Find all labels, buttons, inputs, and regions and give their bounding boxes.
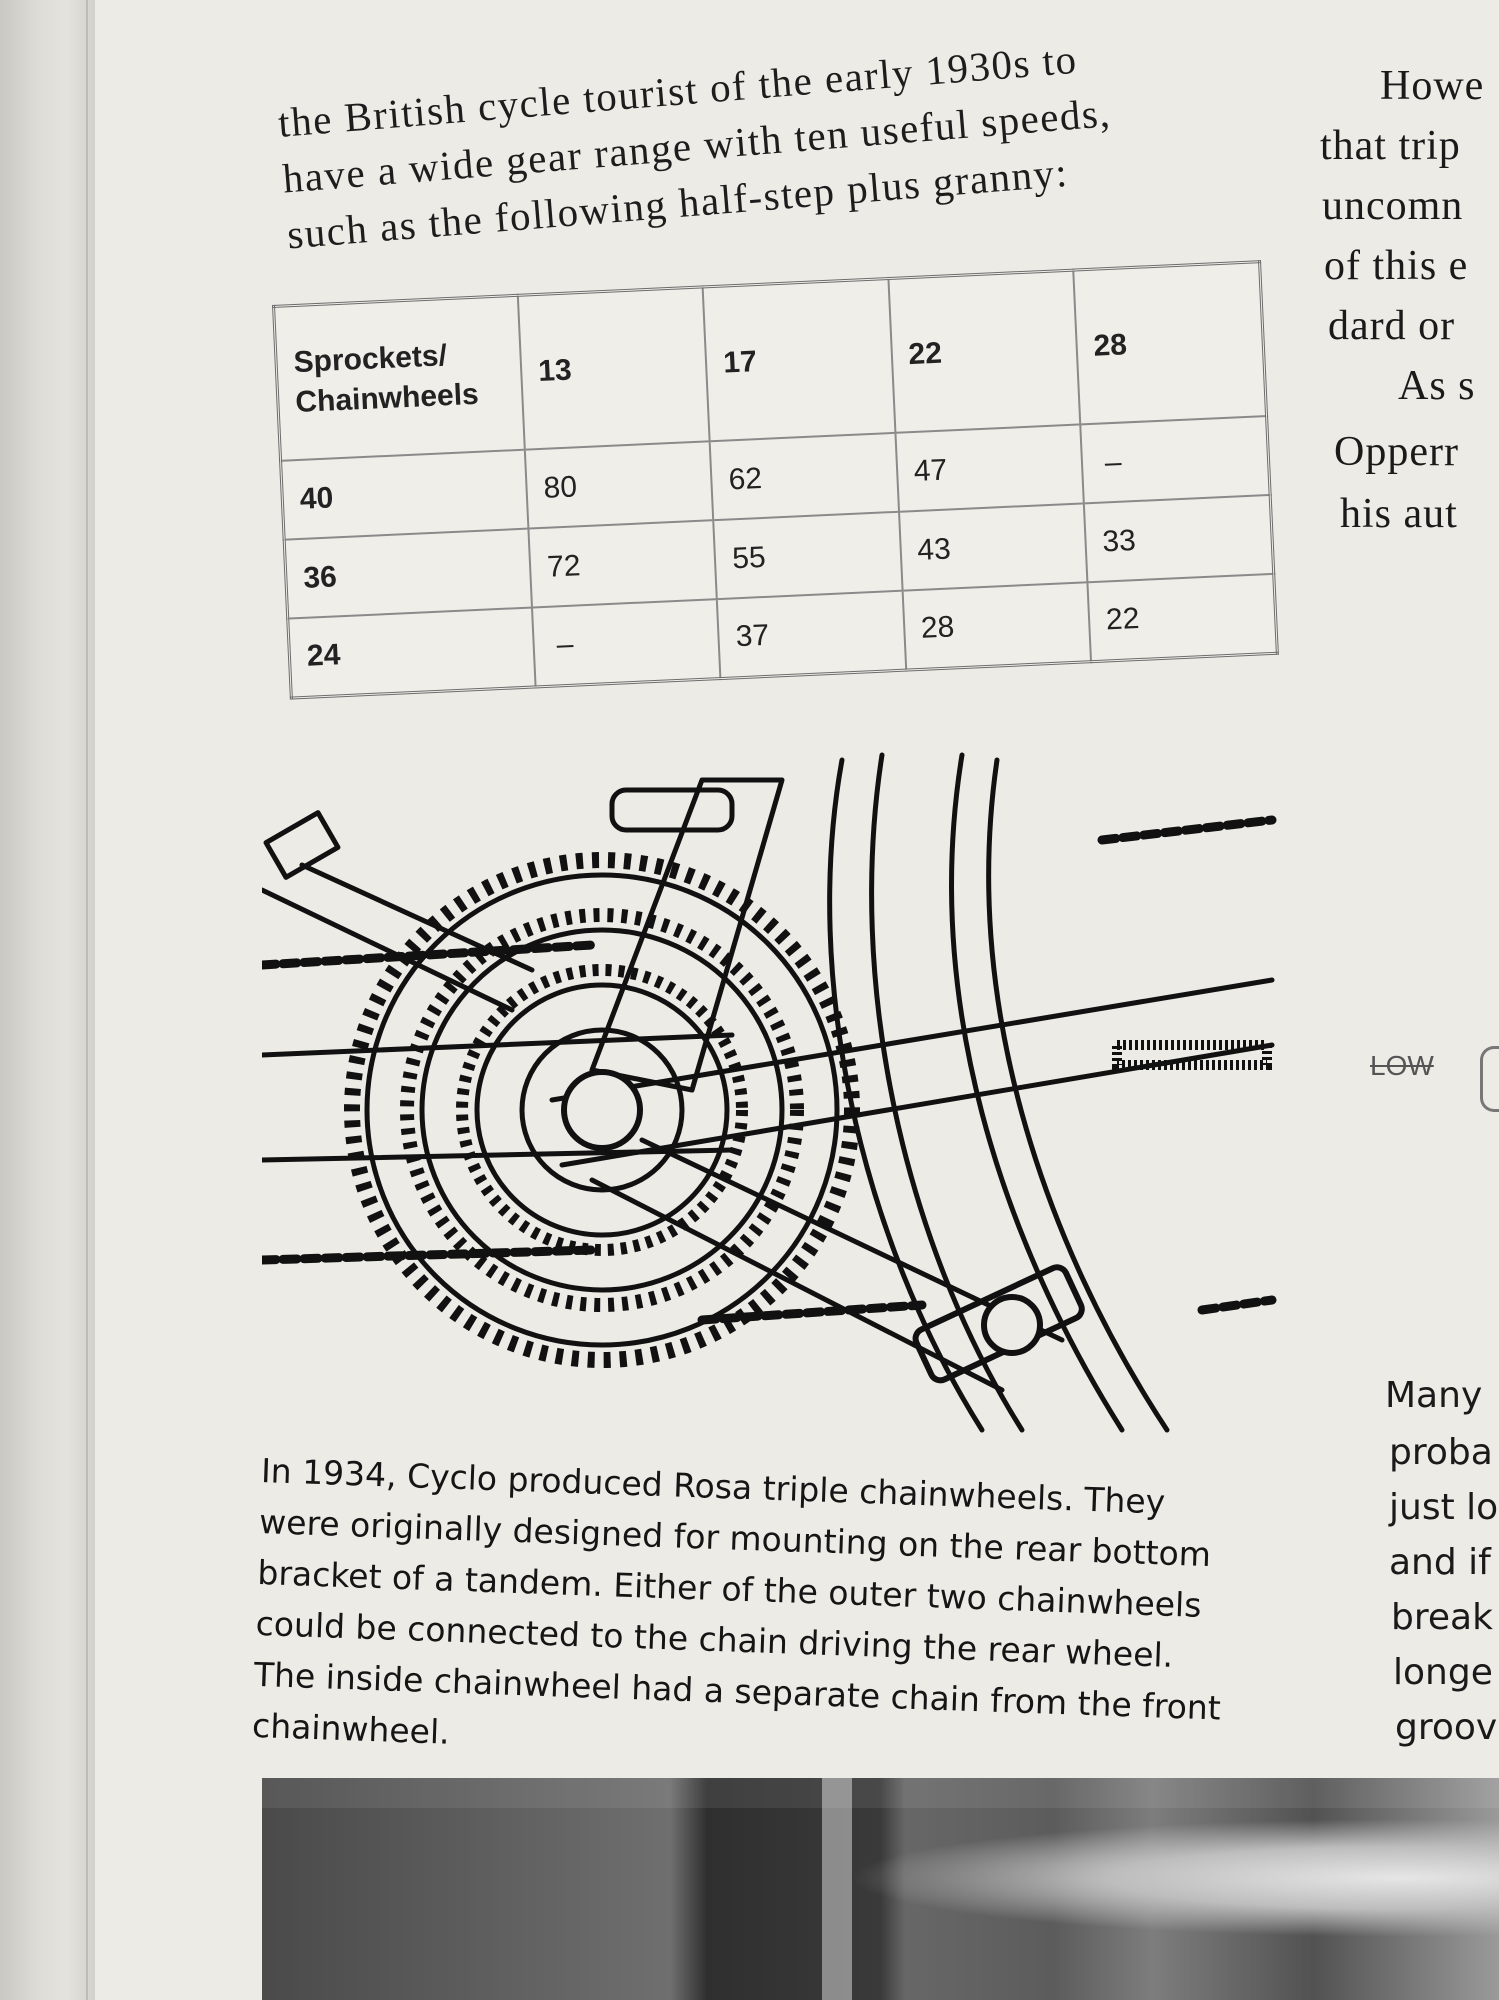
corner-label-sprockets: Sprockets/ <box>292 339 448 380</box>
gear-cell: 28 <box>902 582 1091 671</box>
right-column-line: Howe <box>1380 63 1485 109</box>
middle-chainring <box>419 927 785 1293</box>
right-column-line: uncomn <box>1322 183 1464 229</box>
sprocket-header: 13 <box>517 286 710 451</box>
table-corner-header: Sprockets/ Chainwheels <box>273 295 525 462</box>
right-column-line: proba <box>1389 1432 1493 1473</box>
right-column-line: longe <box>1393 1652 1493 1693</box>
middle-chainring-teeth <box>400 908 804 1312</box>
lower-chain <box>262 1245 597 1265</box>
right-column-text: Howe that trip uncomn of this e dard or … <box>1300 0 1499 2000</box>
bottom-bracket-shell <box>519 1027 685 1193</box>
pedal-spindle <box>981 1294 1043 1356</box>
gear-cell: 55 <box>713 511 903 600</box>
gear-cell: 47 <box>895 424 1084 512</box>
intro-paragraph: the British cycle tourist of the early 1… <box>276 16 1266 262</box>
chainwheel-cell: 40 <box>280 450 529 540</box>
crank-bolt <box>561 1069 643 1151</box>
wheel-rim-arc <box>949 752 1125 1433</box>
photograph <box>262 1778 1499 2000</box>
gear-ratio-table: Sprockets/ Chainwheels 13 17 22 28 40 80… <box>272 260 1279 700</box>
right-crank <box>589 1177 1005 1393</box>
diagram-label-low: LOW <box>1370 1050 1434 1081</box>
wheel-rim-arc <box>869 752 1025 1433</box>
sprocket-header: 22 <box>887 270 1081 434</box>
chainwheel-cell: 36 <box>284 528 532 619</box>
gear-cell: 62 <box>709 433 899 521</box>
gear-table-container: Sprockets/ Chainwheels 13 17 22 28 40 80… <box>272 260 1279 700</box>
gear-cell: 43 <box>898 503 1088 591</box>
gear-cell: 33 <box>1083 495 1274 583</box>
seat-clamp <box>609 787 735 833</box>
right-column-line: dard or <box>1328 303 1456 349</box>
cable-guide <box>1112 1040 1272 1070</box>
inner-chainring-teeth <box>456 964 748 1256</box>
gear-cell: 22 <box>1087 573 1278 662</box>
wheel-rim-arc <box>986 757 1170 1433</box>
left-pedal <box>263 810 341 880</box>
lower-chain-mid <box>697 1300 927 1325</box>
outer-chainring-teeth <box>344 852 860 1368</box>
right-column-line: Opperr <box>1334 429 1459 475</box>
page-edge <box>0 0 95 2000</box>
outer-chainring <box>364 872 840 1348</box>
right-column-line: As s <box>1398 363 1476 409</box>
upper-chain <box>262 940 597 970</box>
wheel-rim-arc <box>827 757 985 1433</box>
diagram-bracket <box>1480 1046 1499 1112</box>
inner-chainring <box>474 982 730 1238</box>
gear-cell: 37 <box>717 590 906 679</box>
triple-chainwheel-illustration <box>262 752 1277 1433</box>
right-column-line: and if <box>1389 1542 1491 1583</box>
chainwheel-cell: 24 <box>287 607 536 699</box>
right-column-line: Many <box>1385 1375 1483 1416</box>
gear-cell: 72 <box>528 520 718 608</box>
right-column-line: break <box>1391 1597 1493 1638</box>
right-column-line: his aut <box>1340 491 1458 537</box>
right-column-line: groov <box>1395 1707 1498 1748</box>
sprocket-header: 28 <box>1073 261 1267 425</box>
right-column-line: that trip <box>1320 123 1461 169</box>
right-column-line: of this e <box>1324 243 1469 289</box>
right-column-line: just lo <box>1389 1487 1499 1528</box>
down-tube <box>549 977 1275 1103</box>
illustration-caption: In 1934, Cyclo produced Rosa triple chai… <box>251 1445 1281 1786</box>
seat-tube <box>589 777 785 1093</box>
gear-cell: – <box>531 599 721 687</box>
gear-cell: 80 <box>524 441 714 529</box>
upper-chain-rear <box>1097 815 1277 845</box>
gear-cell: – <box>1080 416 1271 504</box>
sprocket-header: 17 <box>702 278 896 442</box>
lower-chain-rear <box>1197 1295 1277 1315</box>
corner-label-chainwheels: Chainwheels <box>294 377 480 420</box>
